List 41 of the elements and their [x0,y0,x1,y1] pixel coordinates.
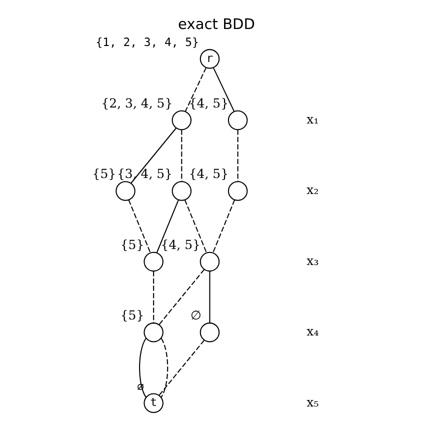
node-circle [200,322,220,342]
node-circle [172,110,192,130]
node-circle [144,251,164,272]
connector [158,339,205,396]
node-label: {1, 2, 3, 4, 5} [96,34,199,49]
connector [212,66,235,111]
node-label: {2, 3, 4, 5} [101,94,173,110]
node-circle: t [144,392,164,412]
connector [156,199,179,253]
node-label: {4, 5} [188,166,229,181]
node-label: ∅ [190,307,201,322]
connector [237,129,238,181]
connector [209,270,210,322]
node-label: {4, 5} [160,236,200,252]
node-label: {3, 4, 5} [116,166,173,181]
node-label: {4, 5} [188,94,229,110]
node-label: {5} [92,166,116,181]
label: x₅ [306,394,319,409]
node-label: {5} [120,307,144,322]
connector [128,199,151,253]
connector [184,66,207,111]
node-circle [172,180,192,200]
label: x₂ [306,182,319,197]
label: x₃ [306,252,319,268]
connector [181,129,182,181]
node-circle [228,110,248,130]
connector [130,127,176,183]
label: x₄ [306,323,319,338]
connector [212,199,236,253]
label: x₁ [306,110,319,126]
node-circle [200,251,220,272]
node-circle [228,180,248,200]
connector [160,338,168,397]
node-circle [144,322,164,342]
connector [184,199,208,253]
connector [158,268,205,324]
node-circle [116,180,136,200]
diagram-title: exact BDD [178,15,255,32]
node-label: {5} [120,236,144,252]
node-circle: r [200,48,220,68]
connector [153,270,154,322]
